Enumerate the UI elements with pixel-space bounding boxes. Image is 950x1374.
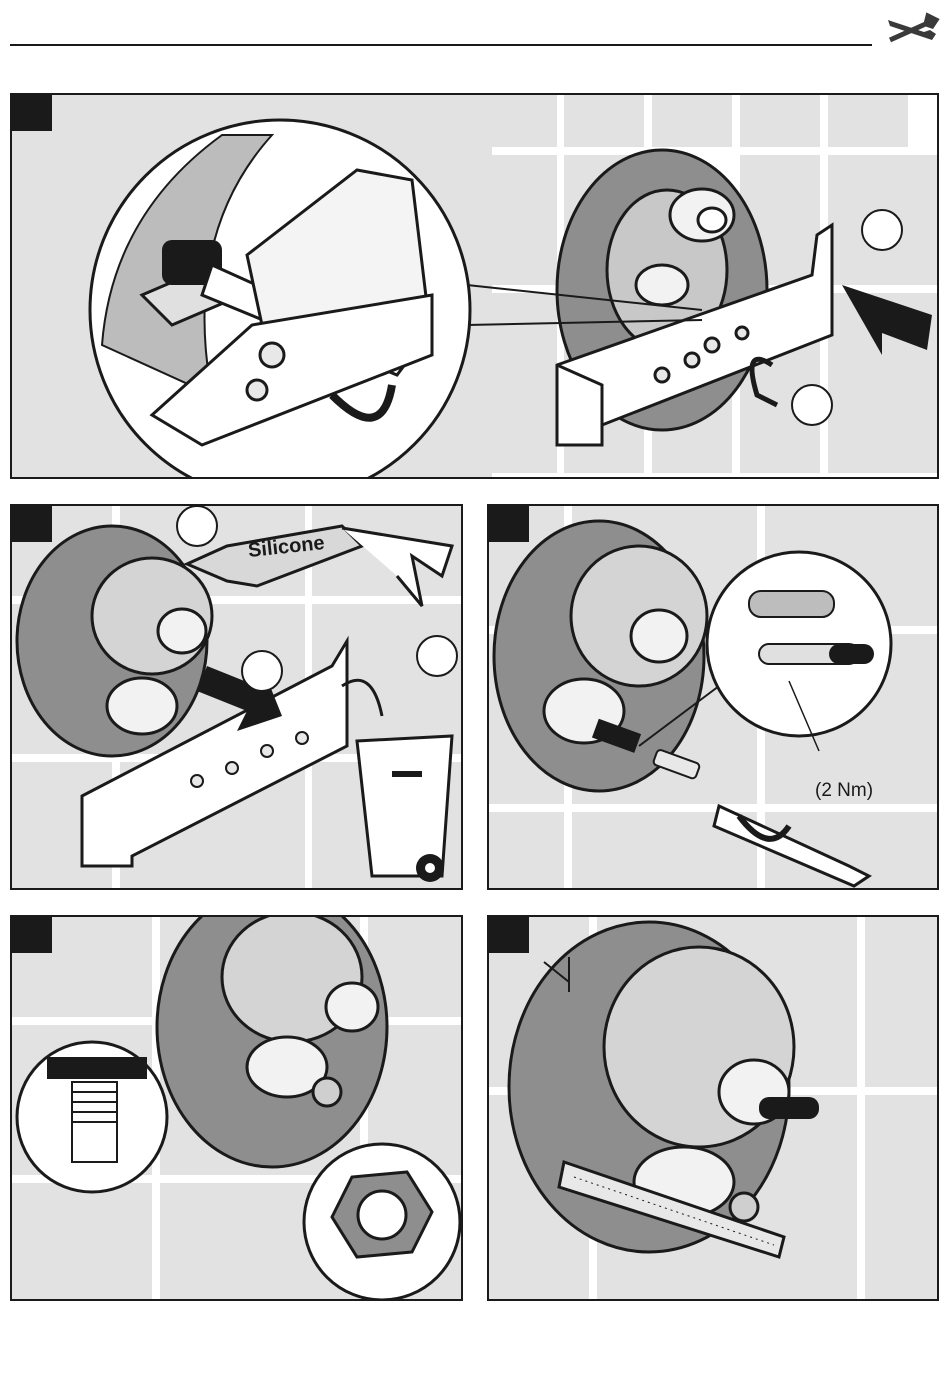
callout-1 [862,210,902,250]
step-1-illustration [12,95,939,479]
callout-2 [792,385,832,425]
step-2-badge [12,506,52,542]
step-5-illustration [489,917,939,1301]
step-4-panel [10,915,463,1301]
zoom-circle [90,120,470,479]
step-2-panel [10,504,463,890]
step-4-illustration [12,917,463,1301]
step-4-badge [12,917,52,953]
step-1-panel [10,93,939,479]
wrench-screwdriver-icon [884,10,940,50]
header-rule [10,44,872,46]
step-5-badge [489,917,529,953]
step-3-panel [487,504,939,890]
step-1-badge [12,95,52,131]
step-3-badge [489,506,529,542]
step-3-illustration [489,506,939,890]
step-5-panel [487,915,939,1301]
torque-value: (2 Nm) [815,780,873,802]
step-2-illustration [12,506,463,890]
